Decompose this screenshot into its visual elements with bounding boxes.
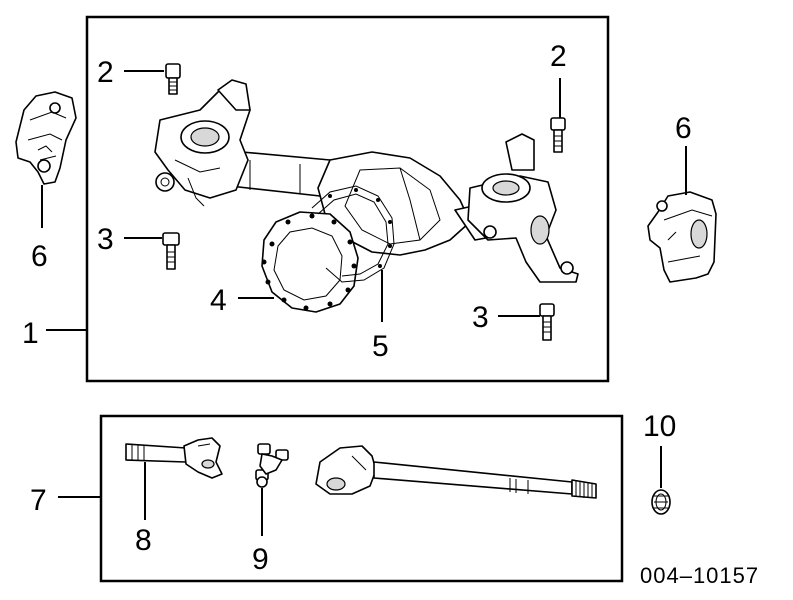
left-bracket-part — [15, 91, 77, 185]
callout-6-right: 6 — [675, 112, 692, 145]
axle-housing-part — [154, 79, 579, 283]
callout-1: 1 — [22, 317, 39, 350]
document-number: 004–10157 — [640, 563, 759, 588]
callout-8: 8 — [135, 524, 152, 557]
differential-cover-part — [261, 211, 359, 313]
inner-axle-shaft-part — [125, 437, 223, 479]
bolt-upper-right-part — [550, 117, 566, 153]
callout-9: 9 — [252, 543, 269, 576]
callout-3b: 3 — [472, 301, 489, 334]
callout-6-left: 6 — [31, 240, 48, 273]
cover-gasket-part — [311, 185, 395, 283]
bolt-upper-left-part — [165, 63, 181, 95]
callout-10: 10 — [643, 410, 676, 443]
axle-assembly-frame — [85, 15, 610, 383]
bolt-lower-left-part — [162, 232, 180, 270]
outer-axle-shaft-part — [315, 445, 597, 499]
right-bracket-part — [647, 191, 717, 283]
callout-3a: 3 — [97, 223, 114, 256]
callout-5: 5 — [372, 330, 389, 363]
axle-shaft-frame — [99, 414, 624, 583]
callout-4: 4 — [210, 284, 227, 317]
universal-joint-part — [255, 443, 289, 488]
bolt-lower-right-part — [539, 303, 555, 341]
callout-7: 7 — [30, 484, 47, 517]
callout-2b: 2 — [550, 40, 567, 73]
shaft-seal-part — [651, 489, 671, 515]
callout-2a: 2 — [97, 56, 114, 89]
